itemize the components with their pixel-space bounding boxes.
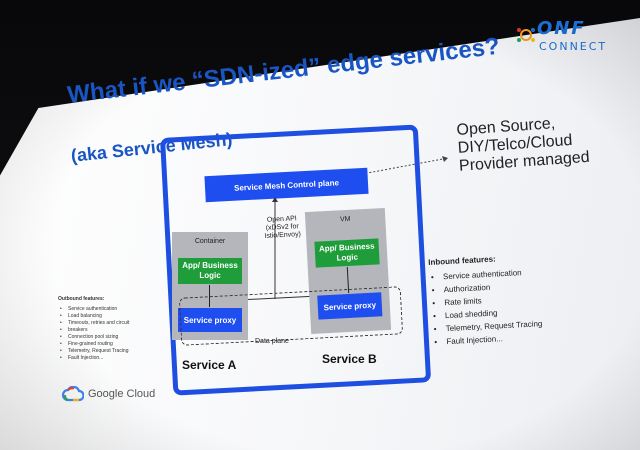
inbound-item: Service authentication: [443, 267, 540, 281]
outbound-features: Outbound features: Service authenticatio…: [58, 296, 129, 362]
onf-logo-icon: [517, 28, 535, 42]
outbound-item: Connection pool sizing: [60, 334, 129, 341]
logo-word: ONF: [537, 18, 586, 39]
app-logic-a: App/ Business Logic: [178, 258, 242, 284]
outbound-item: Fine-grained routing: [60, 341, 129, 348]
inbound-features: Inbound features: Service authentication…: [428, 252, 543, 351]
service-b-label: Service B: [322, 352, 377, 366]
outbound-item: Load balancing: [60, 313, 129, 320]
container-label: Container: [194, 238, 226, 245]
vertical-arrow-a: [209, 285, 210, 307]
inbound-item: Load shedding: [445, 306, 542, 320]
outbound-heading: Outbound features:: [58, 296, 105, 302]
google-cloud-text: Google Cloud: [88, 388, 156, 400]
container-box: Container App/ Business Logic Service pr…: [172, 232, 248, 340]
data-plane-label: Data plane: [255, 338, 289, 345]
outbound-item: Timeouts, retries and circuit: [60, 320, 129, 327]
vm-label: VM: [339, 215, 351, 224]
inbound-item: Authorization: [443, 280, 540, 294]
open-api-label: Open API (xDSv2 for Istio/Envoy): [263, 215, 301, 241]
inbound-item: Fault Injection...: [446, 332, 543, 346]
inbound-item: Telemetry, Request Tracing: [445, 319, 542, 333]
service-proxy-a: Service proxy: [178, 308, 242, 332]
outbound-item: Fault Injection...: [60, 355, 129, 362]
service-a-label: Service A: [182, 358, 237, 372]
app-logic-b: App/ Business Logic: [314, 238, 380, 268]
right-note: Open Source, DIY/Telco/Cloud Provider ma…: [456, 113, 590, 176]
logo-subword: CONNECT: [539, 40, 608, 53]
outbound-item: breakers: [60, 327, 129, 334]
google-cloud-icon: [62, 386, 84, 402]
outbound-item: Telemetry, Request Tracing: [60, 348, 129, 355]
outbound-item: Service authentication: [60, 306, 129, 313]
inbound-item: Rate limits: [444, 293, 541, 307]
onf-connect-logo: ONF CONNECT: [515, 18, 605, 58]
